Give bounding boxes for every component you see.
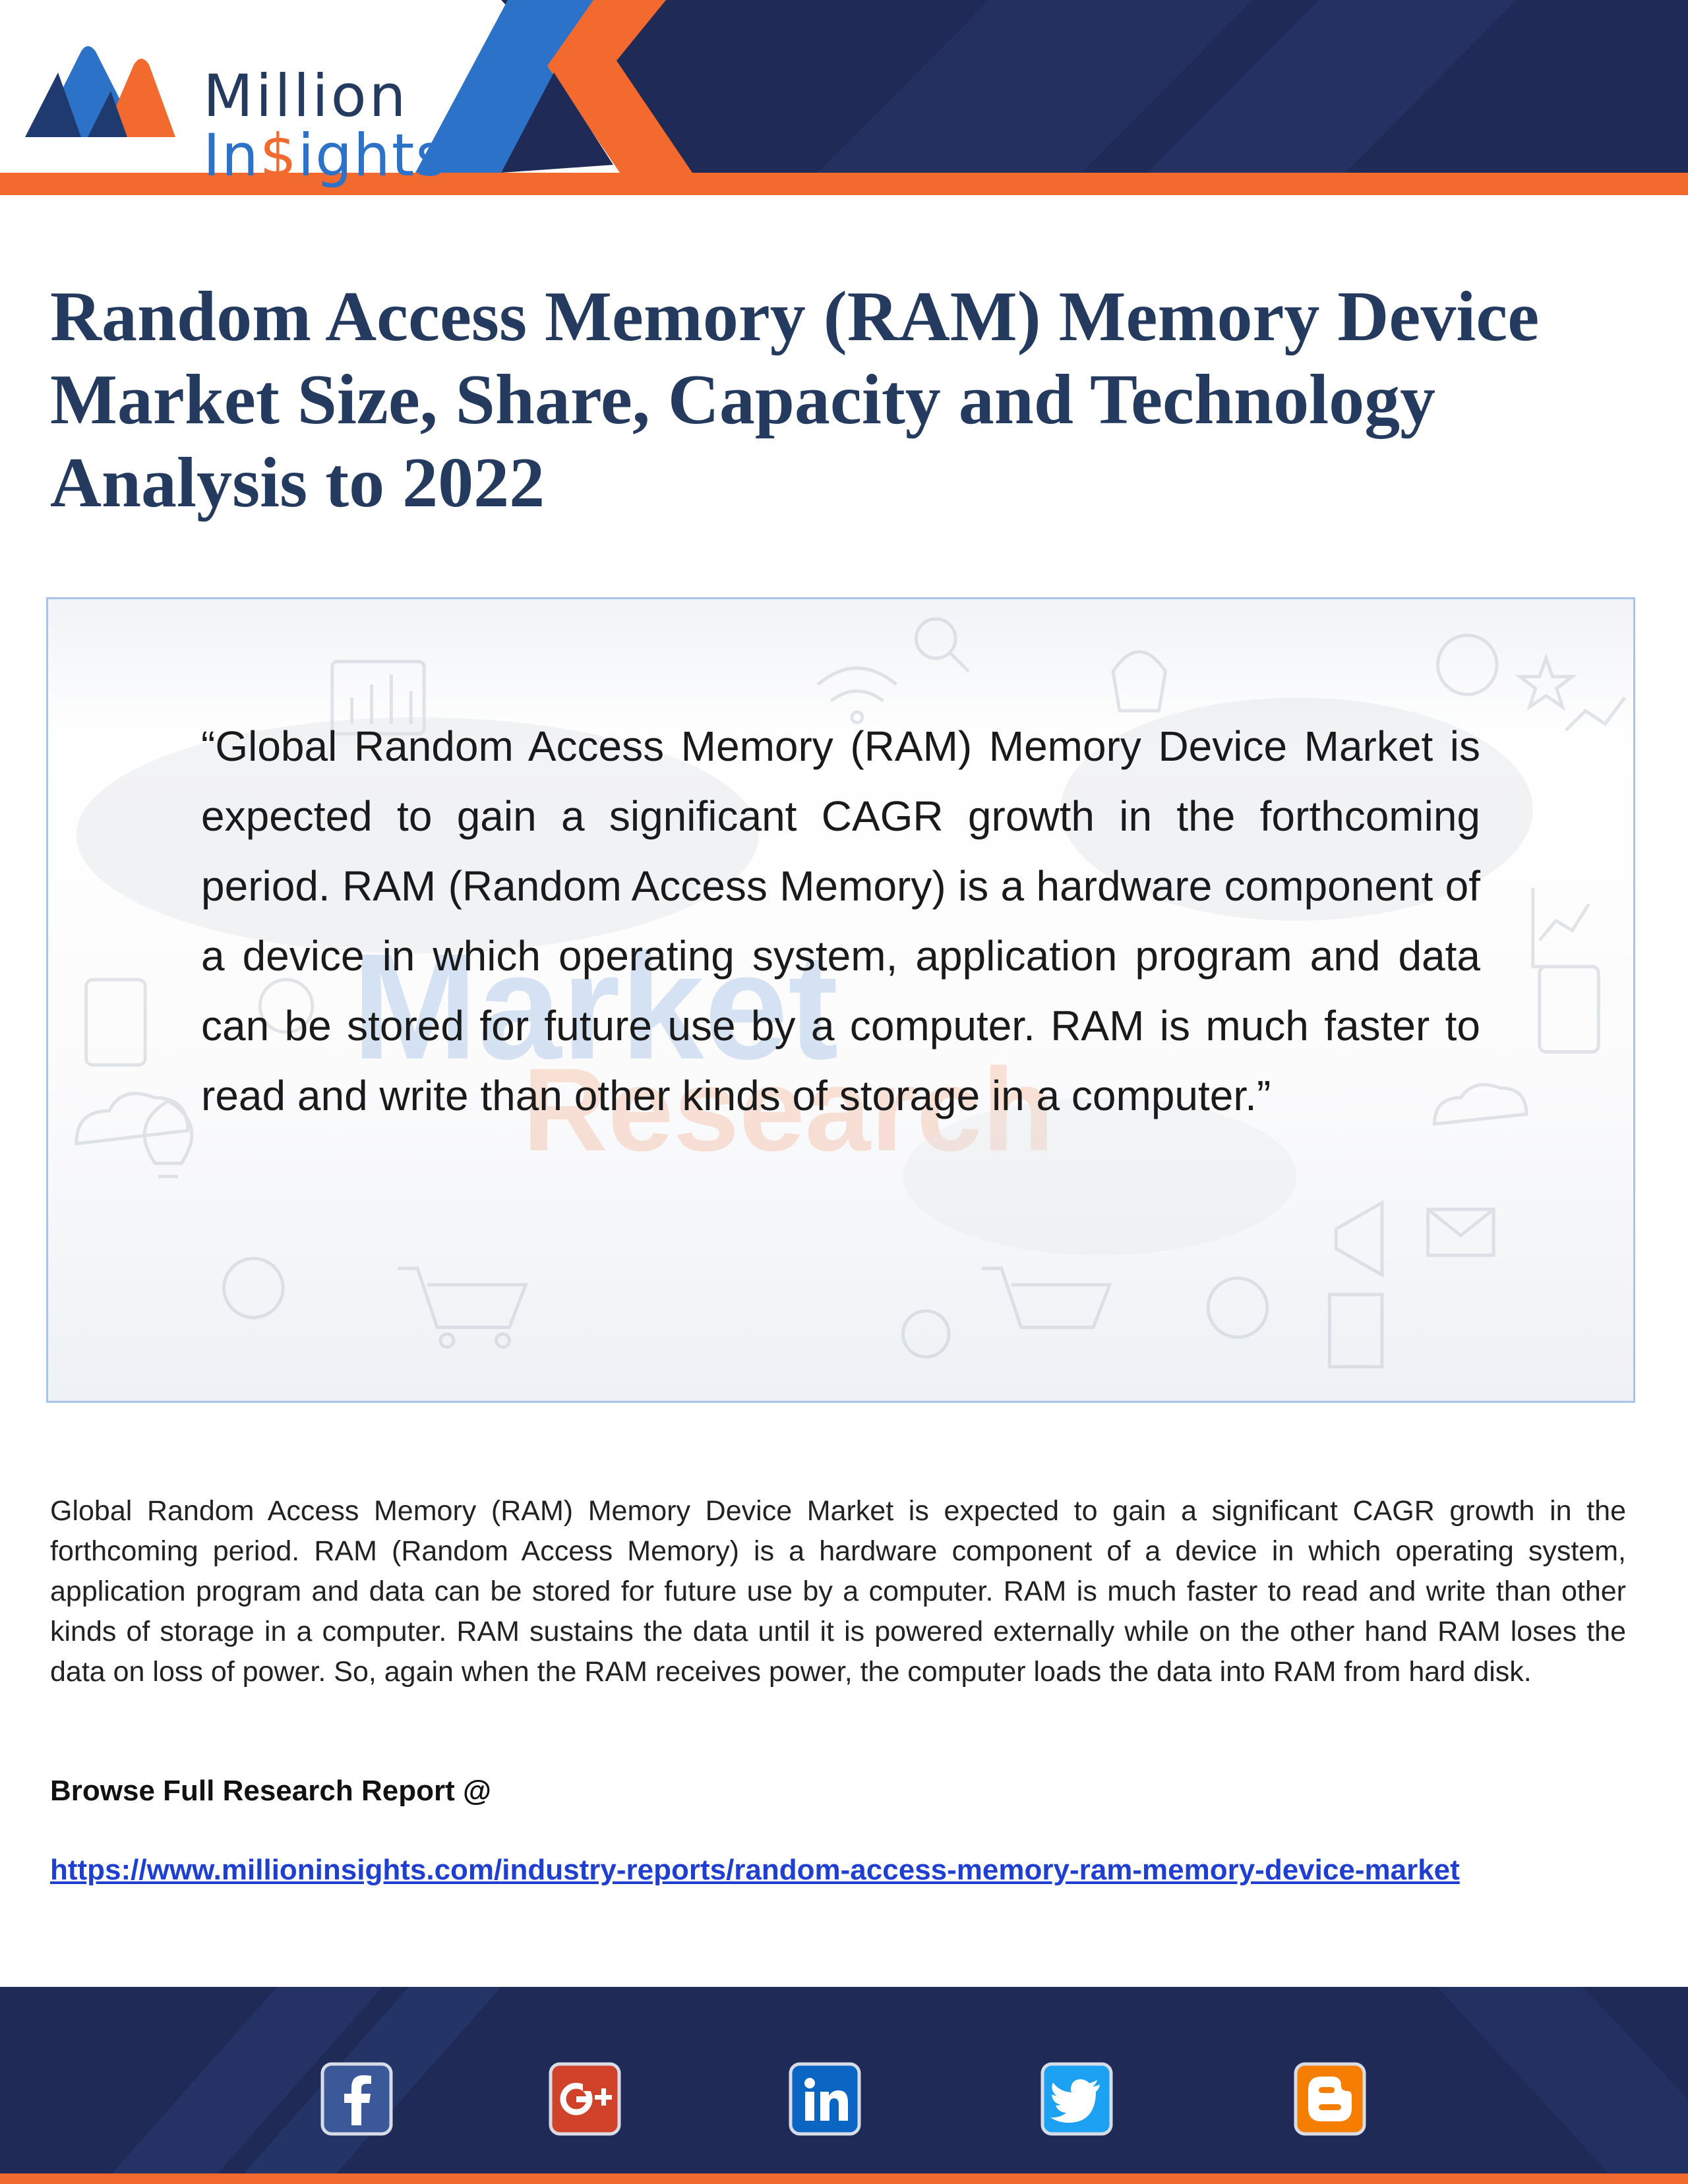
google-plus-button[interactable] xyxy=(549,2062,621,2136)
facebook-icon xyxy=(320,2062,393,2136)
blogger-icon xyxy=(1294,2062,1366,2136)
blogger-button[interactable] xyxy=(1294,2062,1366,2136)
svg-text:Market: Market xyxy=(352,922,839,1091)
brand-logo[interactable]: Million In$ights xyxy=(18,34,446,185)
svg-text:Research: Research xyxy=(522,1044,1054,1175)
header-background xyxy=(0,0,1688,195)
browse-report-label: Browse Full Research Report @ xyxy=(50,1775,491,1807)
logo-mark-icon xyxy=(25,46,175,137)
twitter-icon xyxy=(1040,2062,1113,2136)
quote-box: Market Research “Global Random Access Me… xyxy=(46,597,1635,1403)
logo-word-million: Million xyxy=(203,62,409,130)
header-banner: Million In$ights xyxy=(0,0,1688,195)
body-paragraph: Global Random Access Memory (RAM) Memory… xyxy=(50,1495,1626,1688)
quote-background-illustration: Market Research xyxy=(75,617,1627,1369)
linkedin-button[interactable] xyxy=(789,2062,861,2136)
twitter-button[interactable] xyxy=(1040,2062,1113,2136)
footer-banner xyxy=(0,1987,1688,2184)
report-link[interactable]: https://www.millioninsights.com/industry… xyxy=(50,1854,1460,1886)
linkedin-icon xyxy=(789,2062,861,2136)
quote-text: “Global Random Access Memory (RAM) Memor… xyxy=(201,723,1480,1119)
facebook-button[interactable] xyxy=(320,2062,393,2136)
google-plus-icon xyxy=(549,2062,621,2136)
page-title: Random Access Memory (RAM) Memory Device… xyxy=(50,278,1540,522)
logo-word-insights: In$ights xyxy=(203,121,448,189)
logo-wordmark: Million In$ights xyxy=(203,67,447,185)
